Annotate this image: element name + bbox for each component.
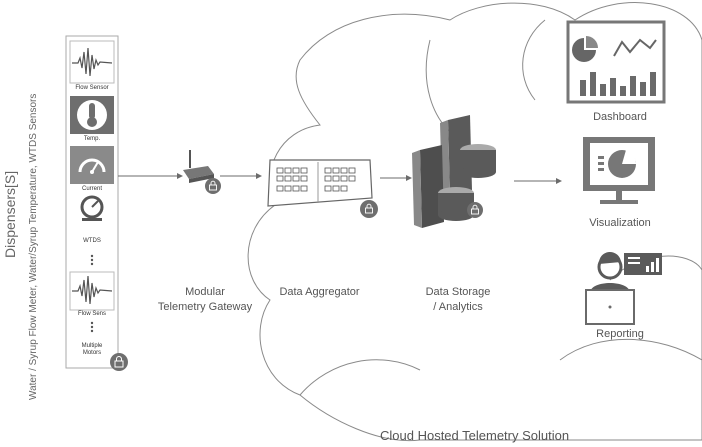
- temp-label: Temp.: [83, 136, 101, 142]
- dashboard-monitor-icon: [566, 20, 666, 104]
- flow-sens-label: Flow Sens: [77, 311, 106, 317]
- visualization-label: Visualization: [589, 217, 651, 229]
- flow-sens-icon: [69, 271, 115, 311]
- dashboard-label: Dashboard: [593, 111, 647, 123]
- router-icon: [183, 150, 221, 194]
- dispensers-title: Dispensers[S]: [2, 170, 18, 258]
- thermometer-icon: [70, 96, 114, 134]
- gateway-label: Modular Telemetry Gateway: [157, 286, 253, 313]
- wtds-label: WTDS: [83, 238, 101, 244]
- gauge-icon: [70, 146, 114, 184]
- dispensers-subtitle: Water / Syrup Flow Meter, Water/Syrup Te…: [28, 93, 39, 400]
- sensor-panel: [65, 35, 119, 369]
- arrow-gateway-to-aggregator: [220, 173, 262, 179]
- visualization-monitor-icon: [583, 137, 655, 204]
- reporting-person-icon: [585, 251, 662, 325]
- arrow-aggregator-to-storage: [380, 175, 412, 181]
- wtds-meter-icon: [80, 195, 104, 221]
- flow-sensor-label: Flow Sensor: [75, 85, 109, 91]
- arrow-sensors-to-gateway: [118, 173, 183, 179]
- arrow-storage-to-outputs: [514, 178, 562, 184]
- server-storage-icon: [412, 115, 496, 228]
- flow-sensor-icon: [69, 40, 115, 84]
- storage-label: Data Storage / Analytics: [425, 286, 491, 313]
- lock-badge-icon: [110, 353, 128, 371]
- current-label: Current: [81, 186, 102, 192]
- aggregator-label: Data Aggregator: [279, 286, 360, 298]
- ellipsis-dots: [90, 254, 94, 333]
- reporting-label: Reporting: [596, 328, 644, 340]
- multiple-motors-label: Multiple Motors: [81, 343, 103, 356]
- cloud-caption: Cloud Hosted Telemetry Solution: [380, 428, 570, 443]
- aggregator-device-icon: [267, 159, 378, 218]
